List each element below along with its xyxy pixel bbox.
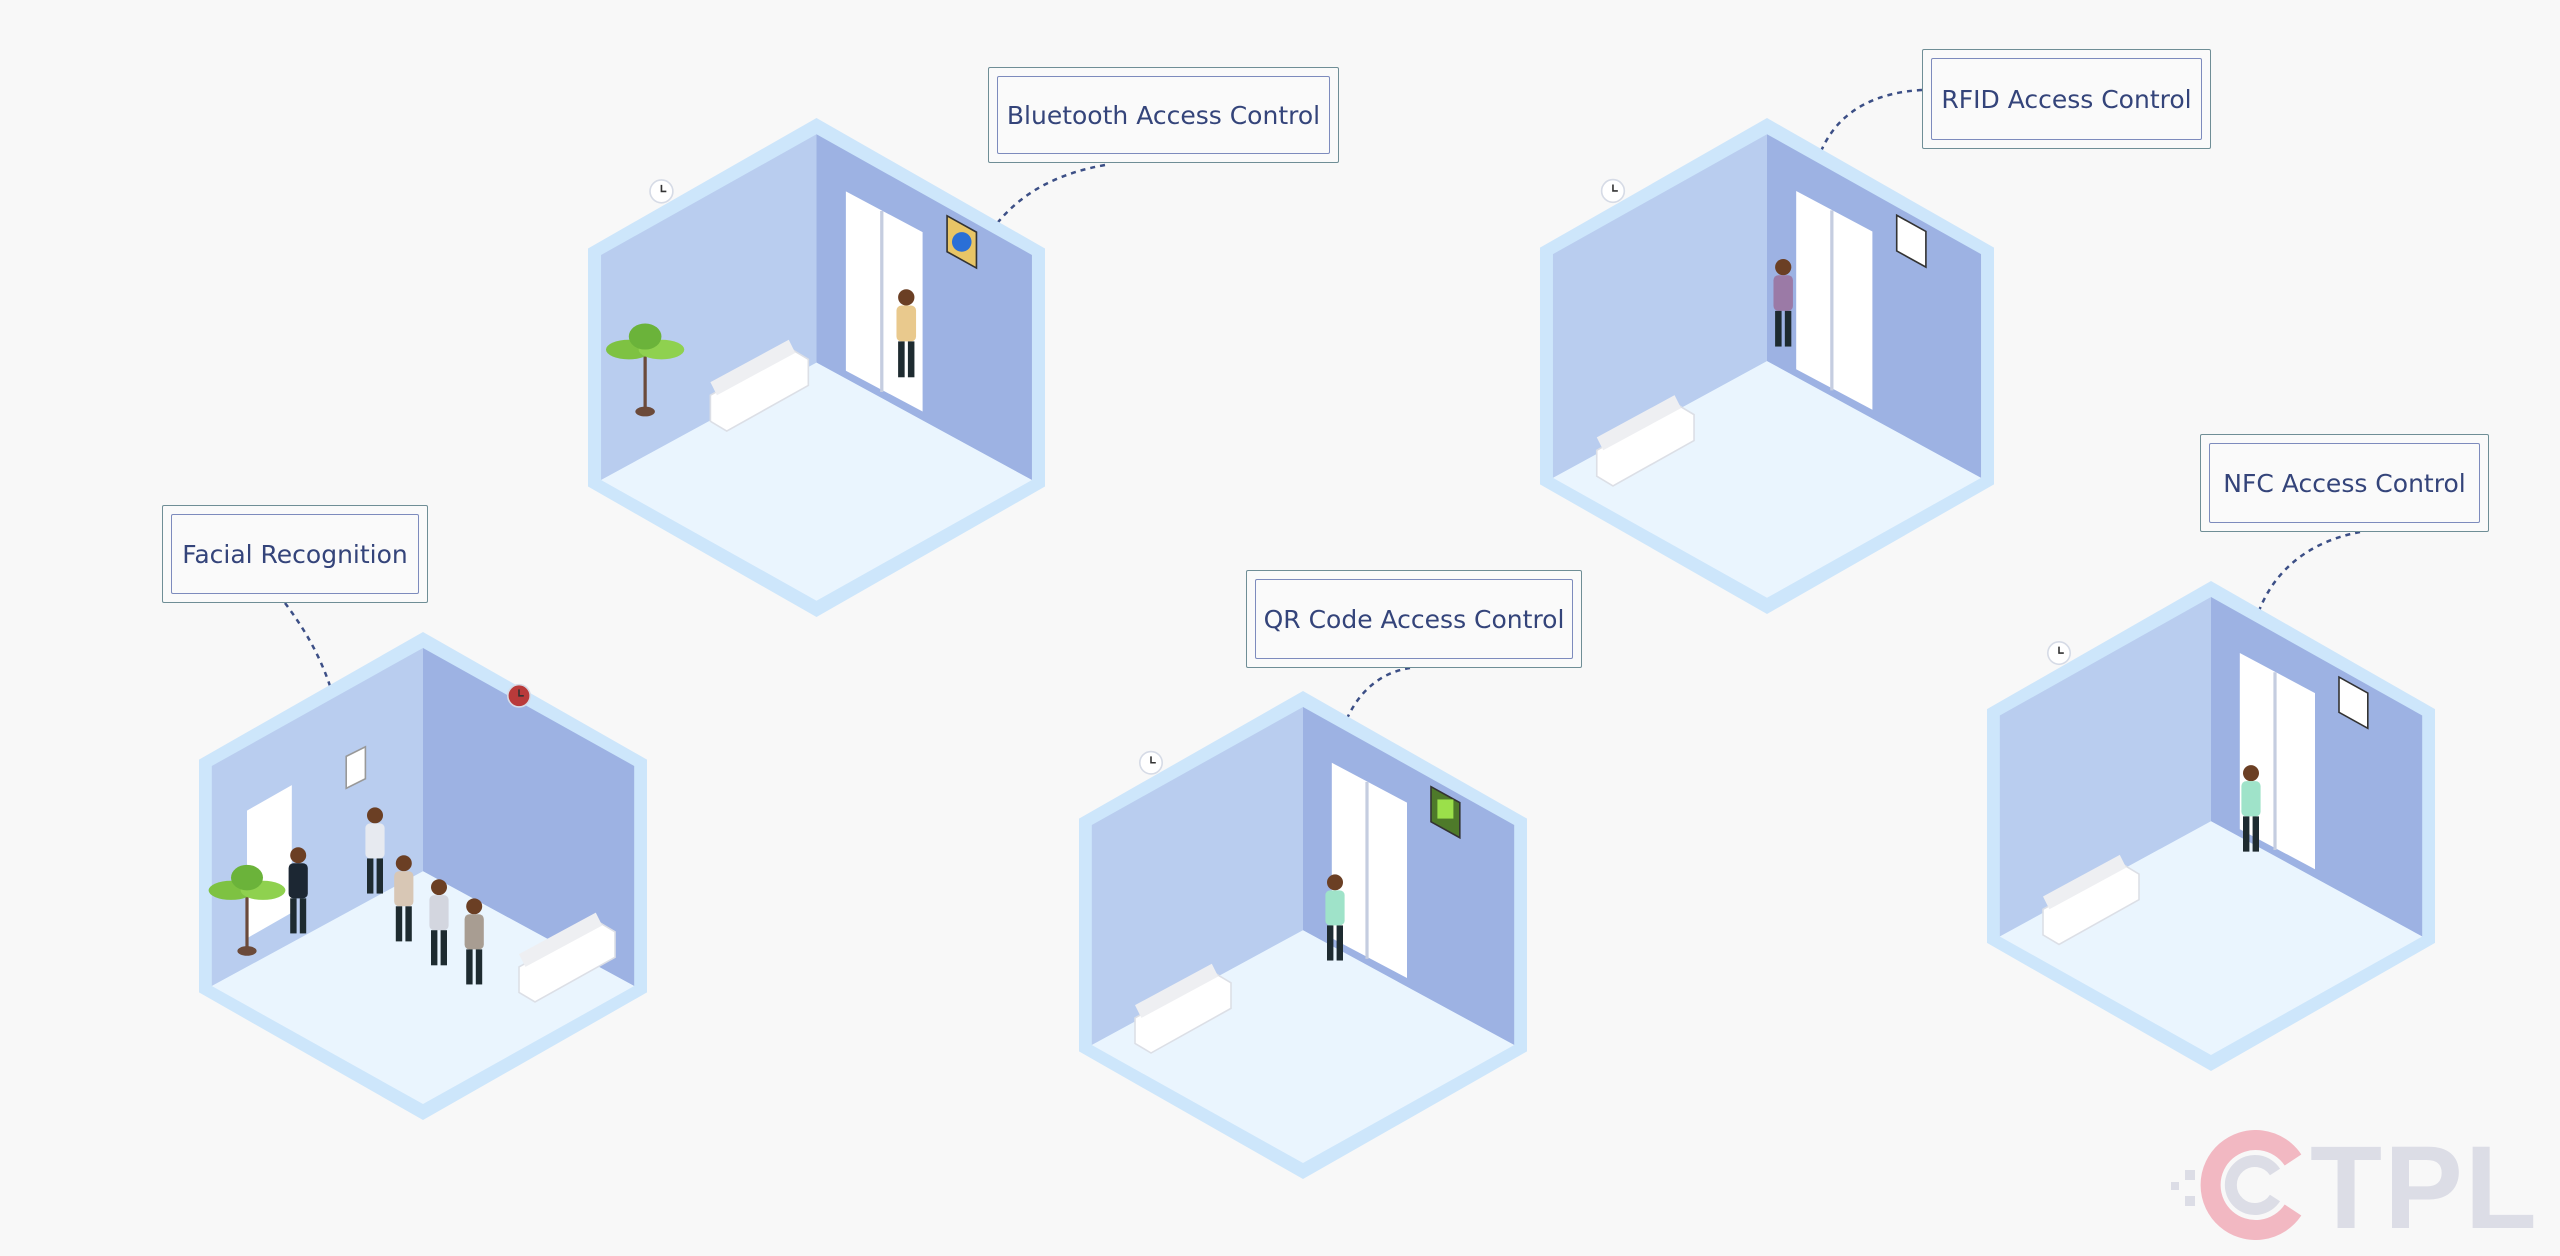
label-nfc-access-control: NFC Access Control (2200, 434, 2489, 532)
left-wall (601, 134, 817, 481)
room-qr-illustration (1079, 691, 1527, 1179)
label-qr-code-access-control: QR Code Access Control (1246, 570, 1582, 668)
left-wall (1552, 134, 1767, 478)
room-facial-illustration (199, 632, 647, 1120)
potted-plant-icon (605, 323, 685, 417)
door (247, 785, 292, 939)
label-bluetooth-access-control: Bluetooth Access Control (988, 67, 1339, 163)
label-text: Bluetooth Access Control (997, 76, 1330, 154)
label-rfid-access-control: RFID Access Control (1922, 49, 2211, 149)
person (394, 855, 414, 942)
person (896, 289, 917, 378)
sofa (709, 339, 810, 433)
room-bluetooth-illustration (588, 118, 1045, 617)
person (288, 847, 308, 934)
label-facial-recognition: Facial Recognition (162, 505, 428, 603)
clock-icon (2047, 641, 2071, 666)
sofa (1595, 395, 1695, 487)
door (1796, 190, 1873, 410)
person (1325, 874, 1345, 961)
sofa (518, 912, 616, 1003)
logo-text: TPL (2310, 1122, 2539, 1254)
room-nfc-illustration (1987, 581, 2435, 1071)
face-scanner-icon (345, 745, 367, 790)
room-rfid-illustration (1540, 118, 1994, 614)
left-wall (1999, 597, 2211, 937)
potted-plant-icon (208, 864, 286, 956)
rfid-reader-icon (1895, 213, 1927, 269)
person (464, 898, 484, 985)
label-text: RFID Access Control (1931, 58, 2202, 140)
qr-reader-icon (1430, 785, 1461, 840)
sofa (1134, 963, 1232, 1054)
person (429, 879, 449, 966)
bluetooth-reader-icon (946, 214, 978, 270)
right-wall (423, 647, 635, 987)
person (365, 807, 385, 894)
door (1331, 762, 1407, 979)
nfc-reader-icon (2338, 675, 2369, 730)
floor (601, 362, 1032, 601)
floor (211, 871, 635, 1105)
clock-icon (1139, 750, 1163, 775)
ctpl-logo: TPL (2165, 1122, 2545, 1254)
clock-icon (507, 683, 531, 708)
clock-icon (649, 179, 674, 204)
person (2241, 765, 2261, 852)
logo-c-mark-icon (2171, 1130, 2302, 1240)
left-wall (1091, 706, 1303, 1046)
sofa (2042, 854, 2140, 946)
clock-icon (1600, 178, 1626, 204)
person (1773, 259, 1793, 347)
label-text: QR Code Access Control (1255, 579, 1573, 659)
label-text: Facial Recognition (171, 514, 419, 594)
label-text: NFC Access Control (2209, 443, 2480, 523)
